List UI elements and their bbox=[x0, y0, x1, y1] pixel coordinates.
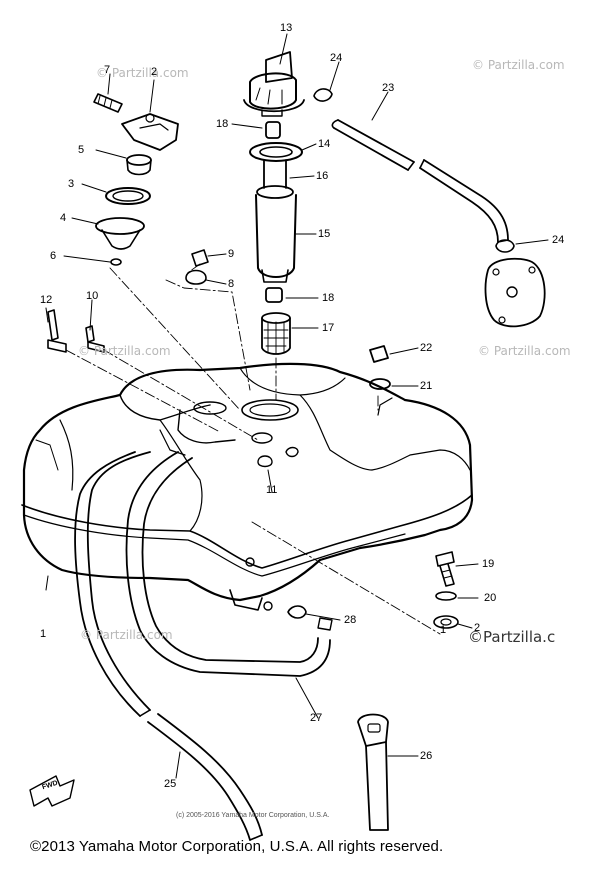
callout-3: 3 bbox=[68, 178, 75, 190]
bolt-19[interactable] bbox=[435, 551, 455, 587]
callout-12: 12 bbox=[40, 294, 53, 306]
watermark-mid-left: © Partzilla.com bbox=[78, 344, 171, 358]
callout-2-lower: 2 bbox=[474, 622, 481, 634]
callout-13: 13 bbox=[280, 22, 293, 34]
drain-hose[interactable] bbox=[125, 451, 333, 677]
watermark-mid-right: © Partzilla.com bbox=[478, 344, 571, 358]
breather-hose[interactable] bbox=[74, 451, 263, 841]
callout-18-lower: 18 bbox=[322, 292, 335, 304]
callout-20: 20 bbox=[484, 592, 497, 604]
callout-18-upper: 18 bbox=[216, 118, 229, 130]
gasket-ring[interactable] bbox=[249, 142, 303, 162]
screw-9[interactable] bbox=[191, 249, 209, 267]
fuel-cap[interactable] bbox=[243, 51, 305, 117]
callout-10: 10 bbox=[86, 290, 99, 302]
fuel-filter[interactable] bbox=[261, 312, 291, 355]
callout-24-lower: 24 bbox=[552, 234, 565, 246]
screw-7[interactable] bbox=[93, 93, 123, 113]
hose-clip[interactable] bbox=[287, 605, 307, 619]
callout-1-right: 1 bbox=[440, 624, 447, 636]
callout-14: 14 bbox=[318, 138, 331, 150]
fuel-tank[interactable] bbox=[21, 362, 474, 611]
callout-25: 25 bbox=[164, 778, 177, 790]
callout-23: 23 bbox=[382, 82, 395, 94]
callout-11: 11 bbox=[266, 484, 278, 496]
watermark-top-right: © Partzilla.com bbox=[472, 58, 565, 72]
callout-16: 16 bbox=[316, 170, 329, 182]
clip-24-upper[interactable] bbox=[313, 88, 333, 102]
pump-plate[interactable] bbox=[484, 257, 546, 328]
forward-arrow-icon bbox=[29, 775, 75, 807]
washer-20[interactable] bbox=[435, 591, 457, 601]
bolt-12[interactable] bbox=[47, 309, 67, 353]
ring-3[interactable] bbox=[105, 187, 151, 205]
callout-4: 4 bbox=[60, 212, 67, 224]
small-copyright: (c) 2005-2016 Yamaha Motor Corporation, … bbox=[176, 812, 330, 819]
leader-lines bbox=[45, 33, 549, 779]
callout-15: 15 bbox=[318, 228, 331, 240]
packing-4[interactable] bbox=[95, 217, 145, 250]
callout-1-left: 1 bbox=[40, 628, 47, 640]
joint-lower[interactable] bbox=[265, 287, 283, 303]
clamp-8[interactable] bbox=[185, 269, 207, 285]
callout-19: 19 bbox=[482, 558, 495, 570]
joint-upper[interactable] bbox=[265, 121, 281, 139]
callout-9: 9 bbox=[228, 248, 235, 260]
watermark-bottom-left: © Partzilla.com bbox=[80, 628, 173, 642]
clamp-11[interactable] bbox=[257, 446, 299, 468]
callout-21: 21 bbox=[420, 380, 433, 392]
callout-24-upper: 24 bbox=[330, 52, 343, 64]
band-26[interactable] bbox=[357, 713, 389, 831]
callout-22: 22 bbox=[420, 342, 433, 354]
screw-6[interactable] bbox=[110, 258, 122, 266]
damper-22[interactable] bbox=[369, 345, 389, 363]
callout-2-upper: 2 bbox=[151, 66, 158, 78]
callout-26: 26 bbox=[420, 750, 433, 762]
callout-5: 5 bbox=[78, 144, 85, 156]
assembly-lines bbox=[65, 263, 441, 635]
callout-7: 7 bbox=[104, 64, 111, 76]
washer-21[interactable] bbox=[369, 378, 391, 390]
clip-24-lower[interactable] bbox=[495, 239, 515, 253]
fuel-hose-23[interactable] bbox=[331, 119, 509, 243]
watermark-bottom-right: ©Partzilla.c bbox=[468, 628, 556, 646]
callout-8: 8 bbox=[228, 278, 235, 290]
o-ring-5[interactable] bbox=[126, 154, 152, 176]
footer-copyright: ©2013 Yamaha Motor Corporation, U.S.A. A… bbox=[30, 838, 444, 855]
callout-28: 28 bbox=[344, 614, 357, 626]
collar-2[interactable] bbox=[433, 615, 459, 629]
watermark-top-left: © Partzilla.com bbox=[96, 66, 189, 80]
callout-6: 6 bbox=[50, 250, 57, 262]
callout-17: 17 bbox=[322, 322, 335, 334]
callout-27: 27 bbox=[310, 712, 323, 724]
fuel-strainer[interactable] bbox=[255, 159, 297, 283]
cock-body-2[interactable] bbox=[121, 113, 179, 151]
